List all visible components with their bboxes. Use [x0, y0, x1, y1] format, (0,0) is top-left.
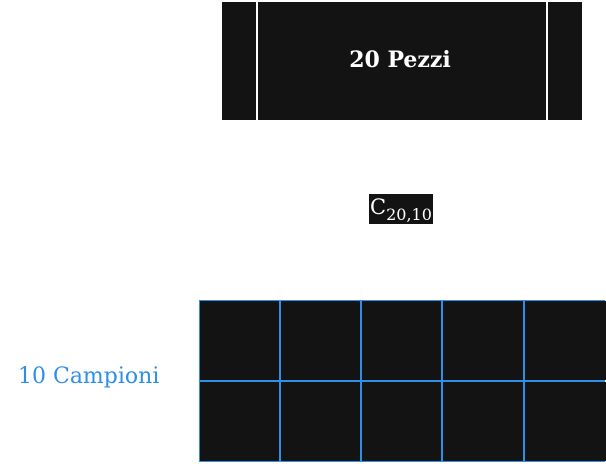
pieces-bar: 20 Pezzi [222, 2, 582, 120]
sample-cell [200, 301, 279, 380]
sample-cell [362, 382, 441, 461]
sample-cell [362, 301, 441, 380]
sample-cell [443, 301, 523, 380]
combination-formula: C20,10 [369, 194, 433, 224]
sample-cell [443, 382, 523, 461]
sample-cell [281, 382, 360, 461]
pieces-left-divider [256, 2, 258, 120]
samples-grid [199, 300, 606, 462]
sample-cell [281, 301, 360, 380]
samples-label: 10 Campioni [18, 364, 160, 389]
formula-base: C [370, 195, 387, 219]
formula-subscript: 20,10 [386, 205, 432, 224]
sample-cell [200, 382, 279, 461]
sample-cell [525, 382, 606, 461]
pieces-right-divider [546, 2, 548, 120]
pieces-label: 20 Pezzi [349, 47, 451, 73]
sample-cell [525, 301, 606, 380]
